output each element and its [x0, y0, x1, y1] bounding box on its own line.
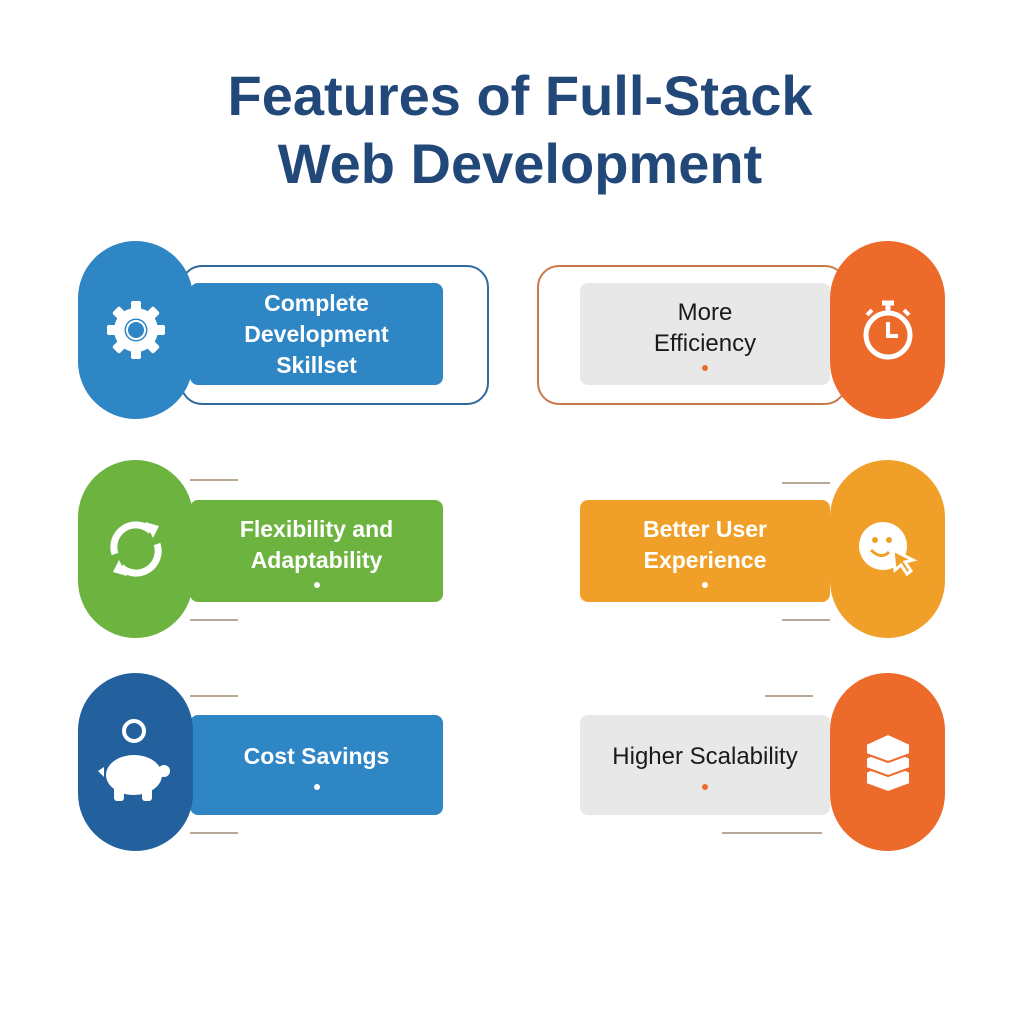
feature-label: Experience — [643, 547, 767, 573]
feature-higher-scalability: Higher Scalability — [580, 715, 830, 815]
feature-complete-development-skillset: Complete Development Skillset — [190, 283, 443, 385]
feature-label: More — [677, 299, 733, 326]
piggy-bank-icon — [97, 719, 174, 805]
connector-line — [765, 695, 813, 697]
dot — [702, 582, 708, 588]
connector-line — [722, 832, 822, 834]
dot — [313, 582, 320, 588]
feature-label: Higher Scalability — [612, 742, 798, 770]
connector-line — [782, 482, 830, 484]
stopwatch-icon — [858, 297, 918, 363]
feature-icon-circle — [830, 241, 945, 419]
connector-line — [782, 619, 830, 621]
dot — [702, 783, 708, 790]
connector-line — [190, 695, 238, 697]
feature-label: Cost Savings — [243, 742, 390, 769]
page-title: Features of Full-Stack Web Development — [0, 62, 1024, 198]
feature-icon-circle — [830, 460, 945, 638]
refresh-icon — [103, 516, 169, 582]
smiley-cursor-icon — [855, 516, 921, 582]
feature-better-user-experience: Better User Experience — [580, 500, 830, 602]
dot — [702, 365, 708, 371]
feature-label: Efficiency — [653, 330, 757, 357]
feature-label: Skillset — [276, 351, 357, 378]
feature-more-efficiency: More Efficiency — [580, 283, 830, 385]
feature-label: Better User — [643, 516, 767, 542]
connector-line — [190, 832, 238, 834]
gear-icon — [103, 297, 169, 363]
title-line-2: Web Development — [277, 132, 763, 195]
feature-icon-circle — [830, 673, 945, 851]
feature-flexibility-adaptability: Flexibility and Adaptability — [190, 500, 443, 602]
feature-icon-circle — [78, 673, 193, 851]
dot — [313, 783, 320, 790]
connector-line — [190, 479, 238, 481]
feature-cost-savings: Cost Savings — [190, 715, 443, 815]
stacked-layers-icon — [863, 732, 913, 792]
feature-label: Complete — [264, 289, 369, 316]
feature-label: Flexibility and — [239, 516, 394, 542]
feature-icon-circle — [78, 241, 193, 419]
feature-label: Development — [244, 320, 389, 347]
title-line-1: Features of Full-Stack — [227, 64, 813, 127]
feature-label: Adaptability — [250, 547, 383, 573]
connector-line — [190, 619, 238, 621]
feature-icon-circle — [78, 460, 193, 638]
